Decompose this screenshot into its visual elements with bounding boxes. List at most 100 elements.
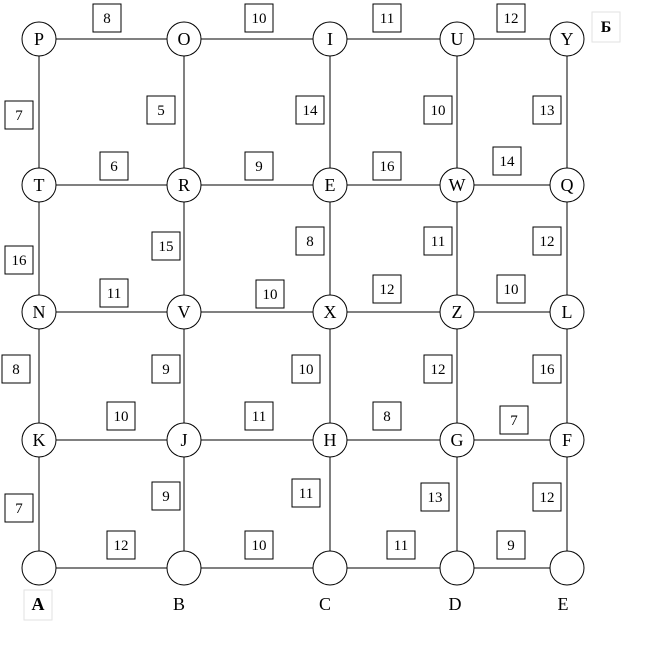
node-circle bbox=[312, 294, 348, 330]
node-label: H bbox=[324, 430, 337, 450]
node-circle bbox=[549, 550, 585, 586]
weight-h-r2-c0: 11 bbox=[99, 278, 129, 308]
node-r2c2: X bbox=[312, 294, 348, 330]
weight-v-r0-c0-box bbox=[4, 100, 34, 130]
node-r0c1: O bbox=[166, 21, 202, 57]
weight-v-r1-c0: 16 bbox=[4, 245, 34, 275]
weight-v-r1-c2: 8 bbox=[295, 226, 325, 256]
weight-h-r0-c1-box bbox=[244, 3, 274, 33]
node-circle bbox=[549, 21, 585, 57]
corner-label-frame bbox=[591, 11, 621, 43]
node-label: G bbox=[451, 430, 464, 450]
node-r2c3: Z bbox=[439, 294, 475, 330]
node-label: O bbox=[178, 29, 191, 49]
weight-v-r2-c3-box bbox=[423, 354, 453, 384]
weight-v-r1-c4-box bbox=[532, 226, 562, 256]
weight-h-r0-c3-value: 12 bbox=[504, 11, 519, 27]
weight-v-r0-c2-box bbox=[295, 95, 325, 125]
weight-h-r0-c2-value: 11 bbox=[380, 11, 394, 27]
node-label: X bbox=[324, 302, 337, 322]
weight-h-r0-c2-box bbox=[372, 3, 402, 33]
node-circle bbox=[439, 21, 475, 57]
weight-h-r4-c0-box bbox=[106, 530, 136, 560]
node-label: F bbox=[562, 430, 572, 450]
weight-h-r4-c2-value: 11 bbox=[394, 538, 408, 554]
weight-h-r2-c2-value: 12 bbox=[380, 282, 395, 298]
weight-h-r0-c0: 8 bbox=[92, 3, 122, 33]
weight-h-r3-c0-value: 10 bbox=[114, 409, 129, 425]
weight-v-r0-c1-value: 5 bbox=[157, 103, 165, 119]
node-r3c1: J bbox=[166, 422, 202, 458]
node-label: Y bbox=[561, 29, 574, 49]
weight-h-r2-c0-value: 11 bbox=[107, 286, 121, 302]
weight-v-r3-c3: 13 bbox=[420, 482, 450, 512]
weight-h-r1-c1: 9 bbox=[244, 151, 274, 181]
node-circle bbox=[312, 550, 348, 586]
weight-h-r3-c1: 11 bbox=[244, 401, 274, 431]
weight-v-r2-c1-box bbox=[151, 354, 181, 384]
node-circle bbox=[21, 21, 57, 57]
node-circle bbox=[21, 550, 57, 586]
weight-h-r4-c1: 10 bbox=[244, 530, 274, 560]
node-r4c3 bbox=[439, 550, 475, 586]
weight-h-r4-c0-value: 12 bbox=[114, 538, 129, 554]
weight-v-r0-c1: 5 bbox=[146, 95, 176, 125]
weight-v-r3-c1: 9 bbox=[151, 481, 181, 511]
node-label: J bbox=[180, 430, 187, 450]
node-label: V bbox=[178, 302, 191, 322]
weight-v-r2-c4: 16 bbox=[532, 354, 562, 384]
node-circle bbox=[312, 21, 348, 57]
weight-v-r0-c3: 10 bbox=[423, 95, 453, 125]
weight-v-r1-c4: 12 bbox=[532, 226, 562, 256]
weight-h-r0-c1: 10 bbox=[244, 3, 274, 33]
weight-v-r0-c2-value: 14 bbox=[303, 103, 319, 119]
node-r1c1: R bbox=[166, 167, 202, 203]
weight-h-r4-c0: 12 bbox=[106, 530, 136, 560]
weight-v-r2-c4-box bbox=[532, 354, 562, 384]
node-label: P bbox=[34, 29, 44, 49]
weight-v-r0-c0-value: 7 bbox=[15, 108, 23, 124]
node-circle bbox=[21, 167, 57, 203]
weight-v-r3-c3-box bbox=[420, 482, 450, 512]
weight-v-r2-c2: 10 bbox=[291, 354, 321, 384]
weight-v-r3-c4-value: 12 bbox=[540, 490, 555, 506]
weight-v-r0-c0: 7 bbox=[4, 100, 34, 130]
node-label: W bbox=[449, 175, 466, 195]
weight-v-r1-c3-box bbox=[423, 226, 453, 256]
weight-v-r2-c1: 9 bbox=[151, 354, 181, 384]
node-circle bbox=[439, 550, 475, 586]
node-r0c4: Y bbox=[549, 21, 585, 57]
weight-v-r3-c2-box bbox=[291, 478, 321, 508]
weight-v-r2-c3: 12 bbox=[423, 354, 453, 384]
weight-h-r3-c3-box bbox=[499, 405, 529, 435]
weight-v-r2-c1-value: 9 bbox=[162, 362, 170, 378]
node-r1c0: T bbox=[21, 167, 57, 203]
node-circle bbox=[21, 422, 57, 458]
weight-v-r0-c1-box bbox=[146, 95, 176, 125]
weight-h-r1-c3-value: 14 bbox=[500, 154, 516, 170]
node-r0c2: I bbox=[312, 21, 348, 57]
weight-v-r0-c4: 13 bbox=[532, 95, 562, 125]
weight-v-r2-c0-value: 8 bbox=[12, 362, 20, 378]
weight-v-r3-c0: 7 bbox=[4, 493, 34, 523]
node-r4c0 bbox=[21, 550, 57, 586]
node-r0c3: U bbox=[439, 21, 475, 57]
weight-v-r2-c0: 8 bbox=[1, 354, 31, 384]
weight-h-r4-c3-value: 9 bbox=[507, 538, 515, 554]
bottom-label-frame bbox=[23, 589, 53, 621]
node-r3c3: G bbox=[439, 422, 475, 458]
weight-h-r3-c3: 7 bbox=[499, 405, 529, 435]
weight-v-r0-c2: 14 bbox=[295, 95, 325, 125]
node-circle bbox=[312, 422, 348, 458]
weight-v-r2-c4-value: 16 bbox=[540, 362, 556, 378]
node-r1c4: Q bbox=[549, 167, 585, 203]
node-r2c0: N bbox=[21, 294, 57, 330]
weight-h-r0-c0-value: 8 bbox=[103, 11, 111, 27]
weight-v-r2-c0-box bbox=[1, 354, 31, 384]
bottom-label-2: C bbox=[319, 594, 331, 614]
weight-h-r4-c1-box bbox=[244, 530, 274, 560]
node-circle bbox=[549, 422, 585, 458]
weight-h-r4-c2: 11 bbox=[386, 530, 416, 560]
